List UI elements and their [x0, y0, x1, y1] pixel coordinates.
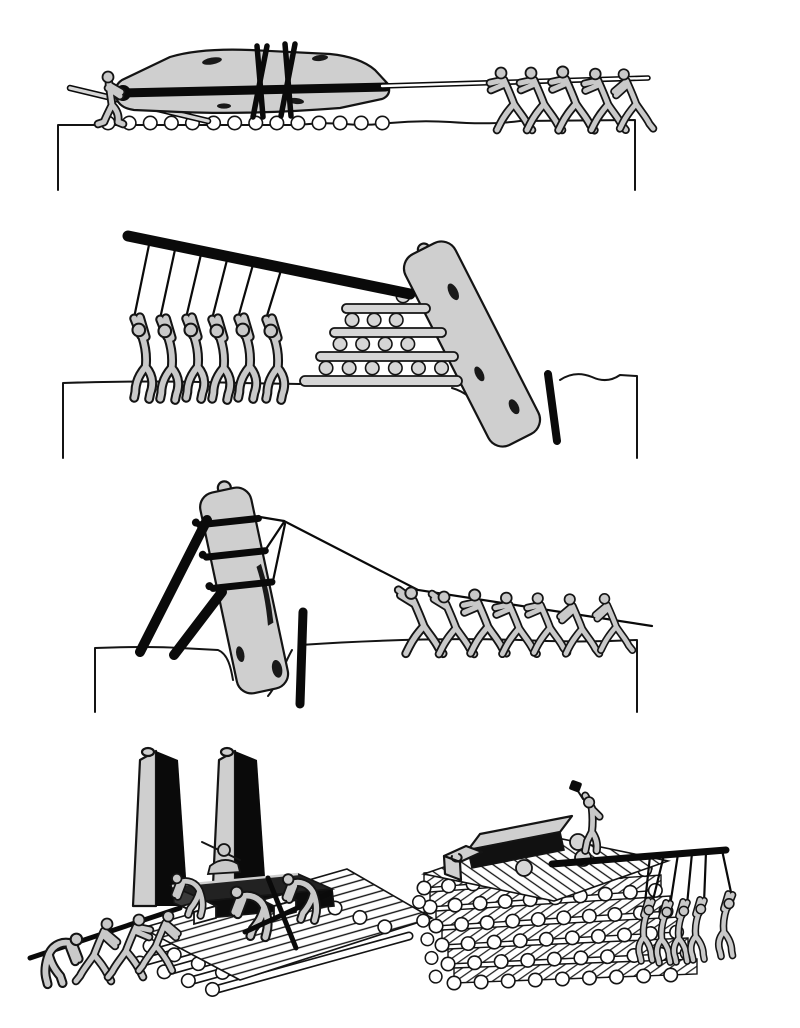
panel-slide-lintel-on-platform — [27, 746, 434, 998]
lintel-stone — [442, 814, 574, 882]
rope-lashings — [250, 41, 298, 120]
maul-head — [569, 780, 582, 793]
lever-ropes — [132, 238, 284, 321]
panel-drag-stone-on-rollers — [57, 41, 653, 191]
anchor-stake — [295, 607, 308, 709]
panel-lever-lintel-up-crib — [412, 780, 734, 991]
tenon — [219, 746, 235, 758]
raised-stone — [191, 480, 290, 695]
panel-tilt-stone-into-pit — [62, 230, 638, 459]
mortise-mark — [450, 853, 463, 863]
tenon — [140, 746, 156, 758]
timber-props — [135, 515, 227, 660]
timber-crib — [412, 833, 705, 991]
ground-line — [57, 119, 636, 191]
lever-bar — [548, 846, 730, 868]
worker-behind-lintel — [201, 841, 242, 875]
panel-haul-stone-upright — [94, 480, 654, 713]
worker-on-top — [569, 780, 600, 851]
anchor-stake — [544, 370, 561, 445]
tow-pole — [379, 75, 651, 89]
lever-ropes — [643, 848, 734, 908]
